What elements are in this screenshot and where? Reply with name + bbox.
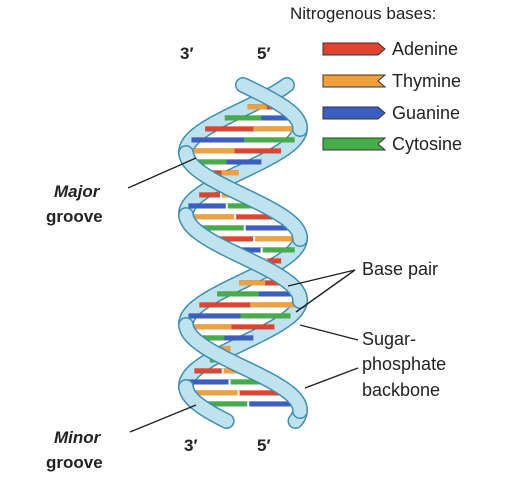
backbone-strand-1-front xyxy=(236,78,307,136)
backbone-pointer-2 xyxy=(304,367,359,389)
legend-title: Nitrogenous bases: xyxy=(290,4,437,23)
backbone-label-line1: Sugar- xyxy=(362,329,417,349)
backbone-strand-1-front xyxy=(179,208,307,308)
legend-label-thymine: Thymine xyxy=(392,71,462,91)
legend-swatch-guanine xyxy=(322,106,386,120)
backbone-label-line2: phosphate xyxy=(362,354,447,374)
legend-label-cytosine: Cytosine xyxy=(392,134,463,154)
backbone-front-strand xyxy=(178,77,308,429)
backbone-strand-1-back xyxy=(179,294,307,394)
legend-swatches xyxy=(322,42,387,151)
legend-swatch-adenine xyxy=(322,42,386,56)
backbone-pointer-1 xyxy=(299,324,359,341)
legend-label-adenine: Adenine xyxy=(392,39,459,59)
pointer-lines xyxy=(127,157,359,433)
minor-groove-pointer xyxy=(129,404,197,433)
minor-groove-label-line2: groove xyxy=(46,453,103,472)
major-groove-pointer xyxy=(127,157,197,189)
legend-swatch-cytosine xyxy=(322,137,387,151)
minor-groove-label-line1: Minor xyxy=(54,428,101,447)
strand-end-bottom-left: 3′ xyxy=(184,436,198,455)
base-pair-pointer-1 xyxy=(287,269,356,287)
base-pair-pointer-2 xyxy=(295,269,356,313)
backbone-strand-1-front xyxy=(179,380,234,428)
legend-label-guanine: Guanine xyxy=(392,103,461,123)
base-pair-label: Base pair xyxy=(362,259,439,279)
major-groove-label-line2: groove xyxy=(46,207,103,226)
strand-end-top-right: 5′ xyxy=(257,44,271,63)
strand-end-bottom-right: 5′ xyxy=(257,436,271,455)
backbone-strand-2-front xyxy=(179,318,307,418)
legend-swatch-thymine xyxy=(322,74,387,88)
backbone-label-line3: backbone xyxy=(362,380,441,400)
strand-end-top-left: 3′ xyxy=(180,44,194,63)
backbone-strand-1-back xyxy=(179,122,307,222)
backbone-strand-2-front xyxy=(179,146,307,246)
major-groove-label-line1: Major xyxy=(54,182,100,201)
